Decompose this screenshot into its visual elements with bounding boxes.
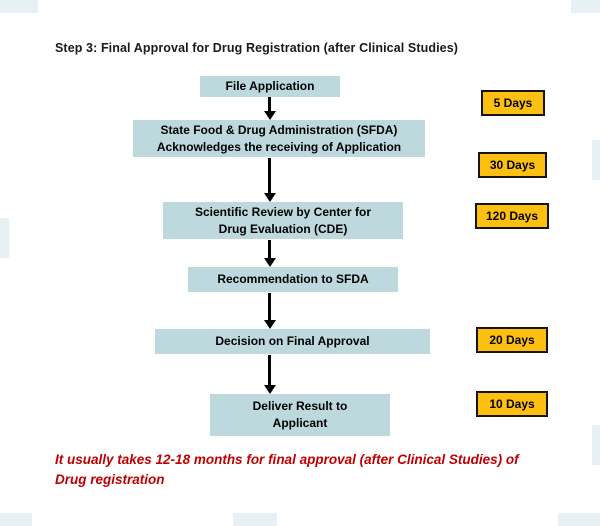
down-arrow-icon: [263, 293, 276, 329]
footnote-text: It usually takes 12-18 months for final …: [55, 450, 570, 491]
footnote-line: Drug registration: [55, 472, 165, 488]
flow-step-label: Recommendation to SFDA: [217, 272, 369, 287]
duration-badge: 20 Days: [476, 327, 548, 353]
duration-badge: 5 Days: [481, 90, 545, 116]
watermark-fragment: [233, 513, 277, 526]
flow-step-label: Deliver Result to: [252, 399, 348, 414]
page-title: Step 3: Final Approval for Drug Registra…: [55, 41, 459, 55]
duration-badge: 30 Days: [478, 152, 547, 178]
watermark-fragment: [592, 140, 600, 180]
flow-step-deliver-result: Deliver Result to Applicant: [210, 394, 390, 436]
flow-step-file-application: File Application: [200, 76, 340, 97]
flow-step-scientific-review-cde: Scientific Review by Center for Drug Eva…: [163, 202, 403, 239]
flow-step-label: State Food & Drug Administration (SFDA): [160, 122, 398, 137]
duration-badge: 10 Days: [476, 391, 548, 417]
flow-step-recommendation-sfda: Recommendation to SFDA: [188, 267, 398, 292]
flow-step-label: Decision on Final Approval: [215, 334, 370, 349]
watermark-fragment: [0, 513, 32, 526]
flow-step-label: Scientific Review by Center for: [194, 204, 372, 219]
watermark-fragment: [0, 0, 38, 13]
watermark-fragment: [558, 513, 600, 526]
flow-step-decision-final-approval: Decision on Final Approval: [155, 329, 430, 354]
flow-step-sfda-acknowledges: State Food & Drug Administration (SFDA) …: [133, 120, 425, 157]
flow-step-label: File Application: [225, 79, 315, 94]
flow-step-label: Acknowledges the receiving of Applicatio…: [156, 139, 402, 154]
footnote-line: It usually takes 12-18 months for final …: [55, 452, 519, 467]
down-arrow-icon: [263, 97, 276, 120]
flow-step-label: Drug Evaluation (CDE): [218, 221, 348, 236]
down-arrow-icon: [263, 158, 276, 202]
watermark-fragment: [571, 0, 600, 13]
down-arrow-icon: [263, 240, 276, 267]
watermark-fragment: [592, 425, 600, 465]
flow-step-label: Applicant: [272, 416, 328, 430]
duration-badge: 120 Days: [475, 203, 549, 229]
watermark-fragment: [0, 218, 9, 258]
down-arrow-icon: [263, 355, 276, 394]
